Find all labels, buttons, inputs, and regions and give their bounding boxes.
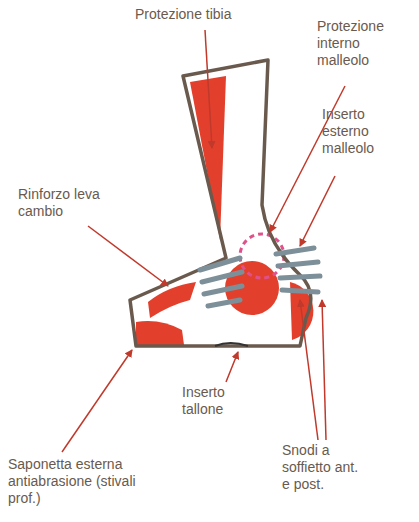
part-label: Saponetta esterna antiabrasione (stivali… (8, 456, 158, 507)
toe-slider (136, 321, 184, 345)
part-label: Snodi a soffietto ant. e post. (282, 442, 362, 493)
part-label: Protezione tibia (135, 6, 275, 23)
heel-seam (215, 343, 248, 346)
tibia-guard (190, 76, 226, 240)
leader-lines (62, 30, 345, 452)
part-label: Protezione interno malleolo (317, 18, 415, 69)
part-label: Inserto tallone (182, 384, 252, 418)
bellows-front (200, 258, 242, 306)
bellows-rear (276, 248, 320, 292)
part-label: Inserto esterno malleolo (322, 106, 412, 157)
boot-outline (130, 60, 311, 346)
part-label: Rinforzo leva cambio (18, 186, 108, 220)
